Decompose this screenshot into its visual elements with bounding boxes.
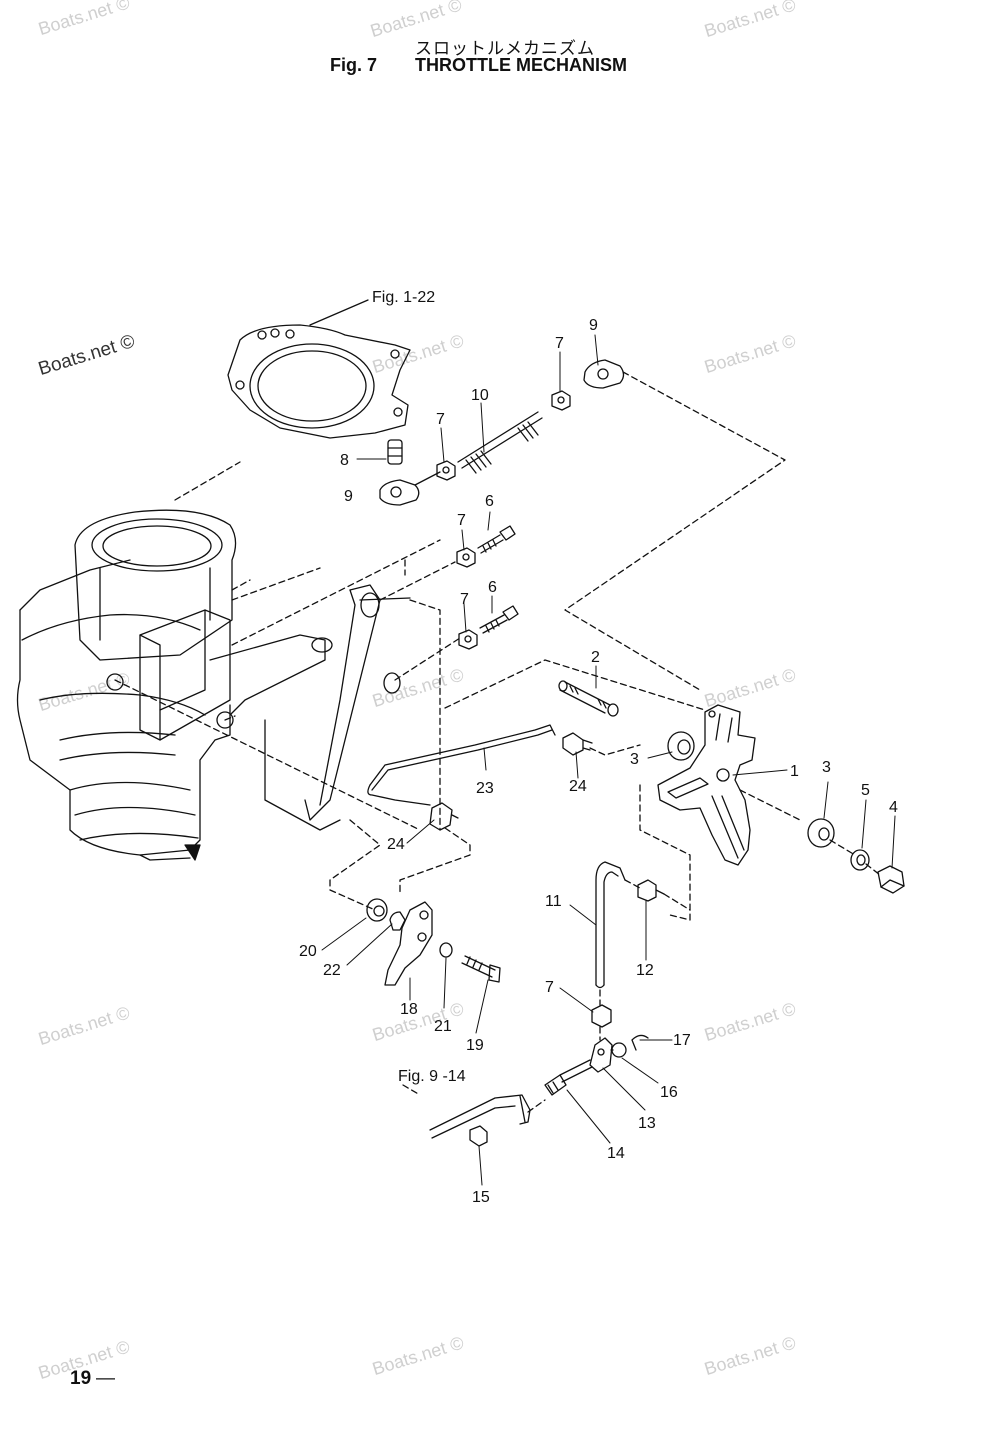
- callout-label: 18: [400, 1001, 418, 1018]
- callout-label: 11: [545, 893, 562, 910]
- callout-label: 22: [323, 962, 341, 979]
- part-callouts: 9 7 10 7 8 9 6 7 6 7 2 3 1 3 5 4 23 24 2…: [299, 317, 898, 1206]
- callout-label: 24: [387, 836, 405, 853]
- figure-reference: Fig. 1-22: [372, 289, 435, 306]
- lower-link-assembly: [429, 861, 665, 1147]
- callout-label: 12: [636, 962, 654, 979]
- engine-block: [16, 509, 411, 861]
- callout-label: 24: [569, 778, 587, 795]
- callout-label: 9: [344, 488, 353, 505]
- callout-label: 3: [630, 751, 639, 768]
- guide-lines: [402, 879, 691, 1113]
- callout-label: 7: [457, 512, 466, 529]
- callout-label: 7: [460, 591, 469, 608]
- callout-label: 6: [485, 493, 494, 510]
- bolt-nut-set: [456, 525, 519, 650]
- callout-label: 3: [822, 759, 831, 776]
- callout-label: 17: [673, 1032, 691, 1049]
- leader-line: [309, 299, 369, 326]
- guide-lines: [114, 461, 461, 831]
- callout-label: 13: [638, 1115, 656, 1132]
- callout-label: 14: [607, 1145, 625, 1162]
- callout-label: 7: [436, 411, 445, 428]
- callout-label: 16: [660, 1084, 678, 1101]
- callout-label: 15: [472, 1189, 490, 1206]
- callout-label: 5: [861, 782, 870, 799]
- callout-label: 8: [340, 452, 349, 469]
- page-title-jp: スロットルメカニズム: [415, 39, 595, 59]
- callout-label: 4: [889, 799, 898, 816]
- callout-label: 20: [299, 943, 317, 960]
- throttle-lever-assembly: [558, 680, 905, 894]
- figure-number: Fig. 7: [330, 55, 378, 75]
- callout-label: 23: [476, 780, 494, 797]
- guide-lines: [444, 659, 881, 921]
- callout-label: 6: [488, 579, 497, 596]
- callout-label: 19: [466, 1037, 484, 1054]
- page-number-dash: —: [96, 1368, 115, 1389]
- lower-lever-assembly: [366, 898, 501, 986]
- figure-reference: Fig. 9 -14: [398, 1068, 466, 1085]
- callout-label: 7: [545, 979, 554, 996]
- leader-lines: [321, 334, 896, 1186]
- callout-label: 7: [555, 335, 564, 352]
- upper-linkage-rod: [379, 359, 625, 506]
- carburetor-mounting-plate: [227, 324, 411, 439]
- callout-label: 1: [790, 763, 799, 780]
- callout-label: 2: [591, 649, 600, 666]
- page-title: THROTTLE MECHANISM: [415, 55, 627, 75]
- guide-lines: [329, 744, 641, 911]
- callout-label: 9: [589, 317, 598, 334]
- page-number: 19: [70, 1368, 92, 1389]
- callout-label: 10: [471, 387, 489, 404]
- callout-label: 21: [434, 1018, 452, 1035]
- guide-lines: [564, 371, 786, 691]
- throttle-link-rod: [367, 724, 593, 831]
